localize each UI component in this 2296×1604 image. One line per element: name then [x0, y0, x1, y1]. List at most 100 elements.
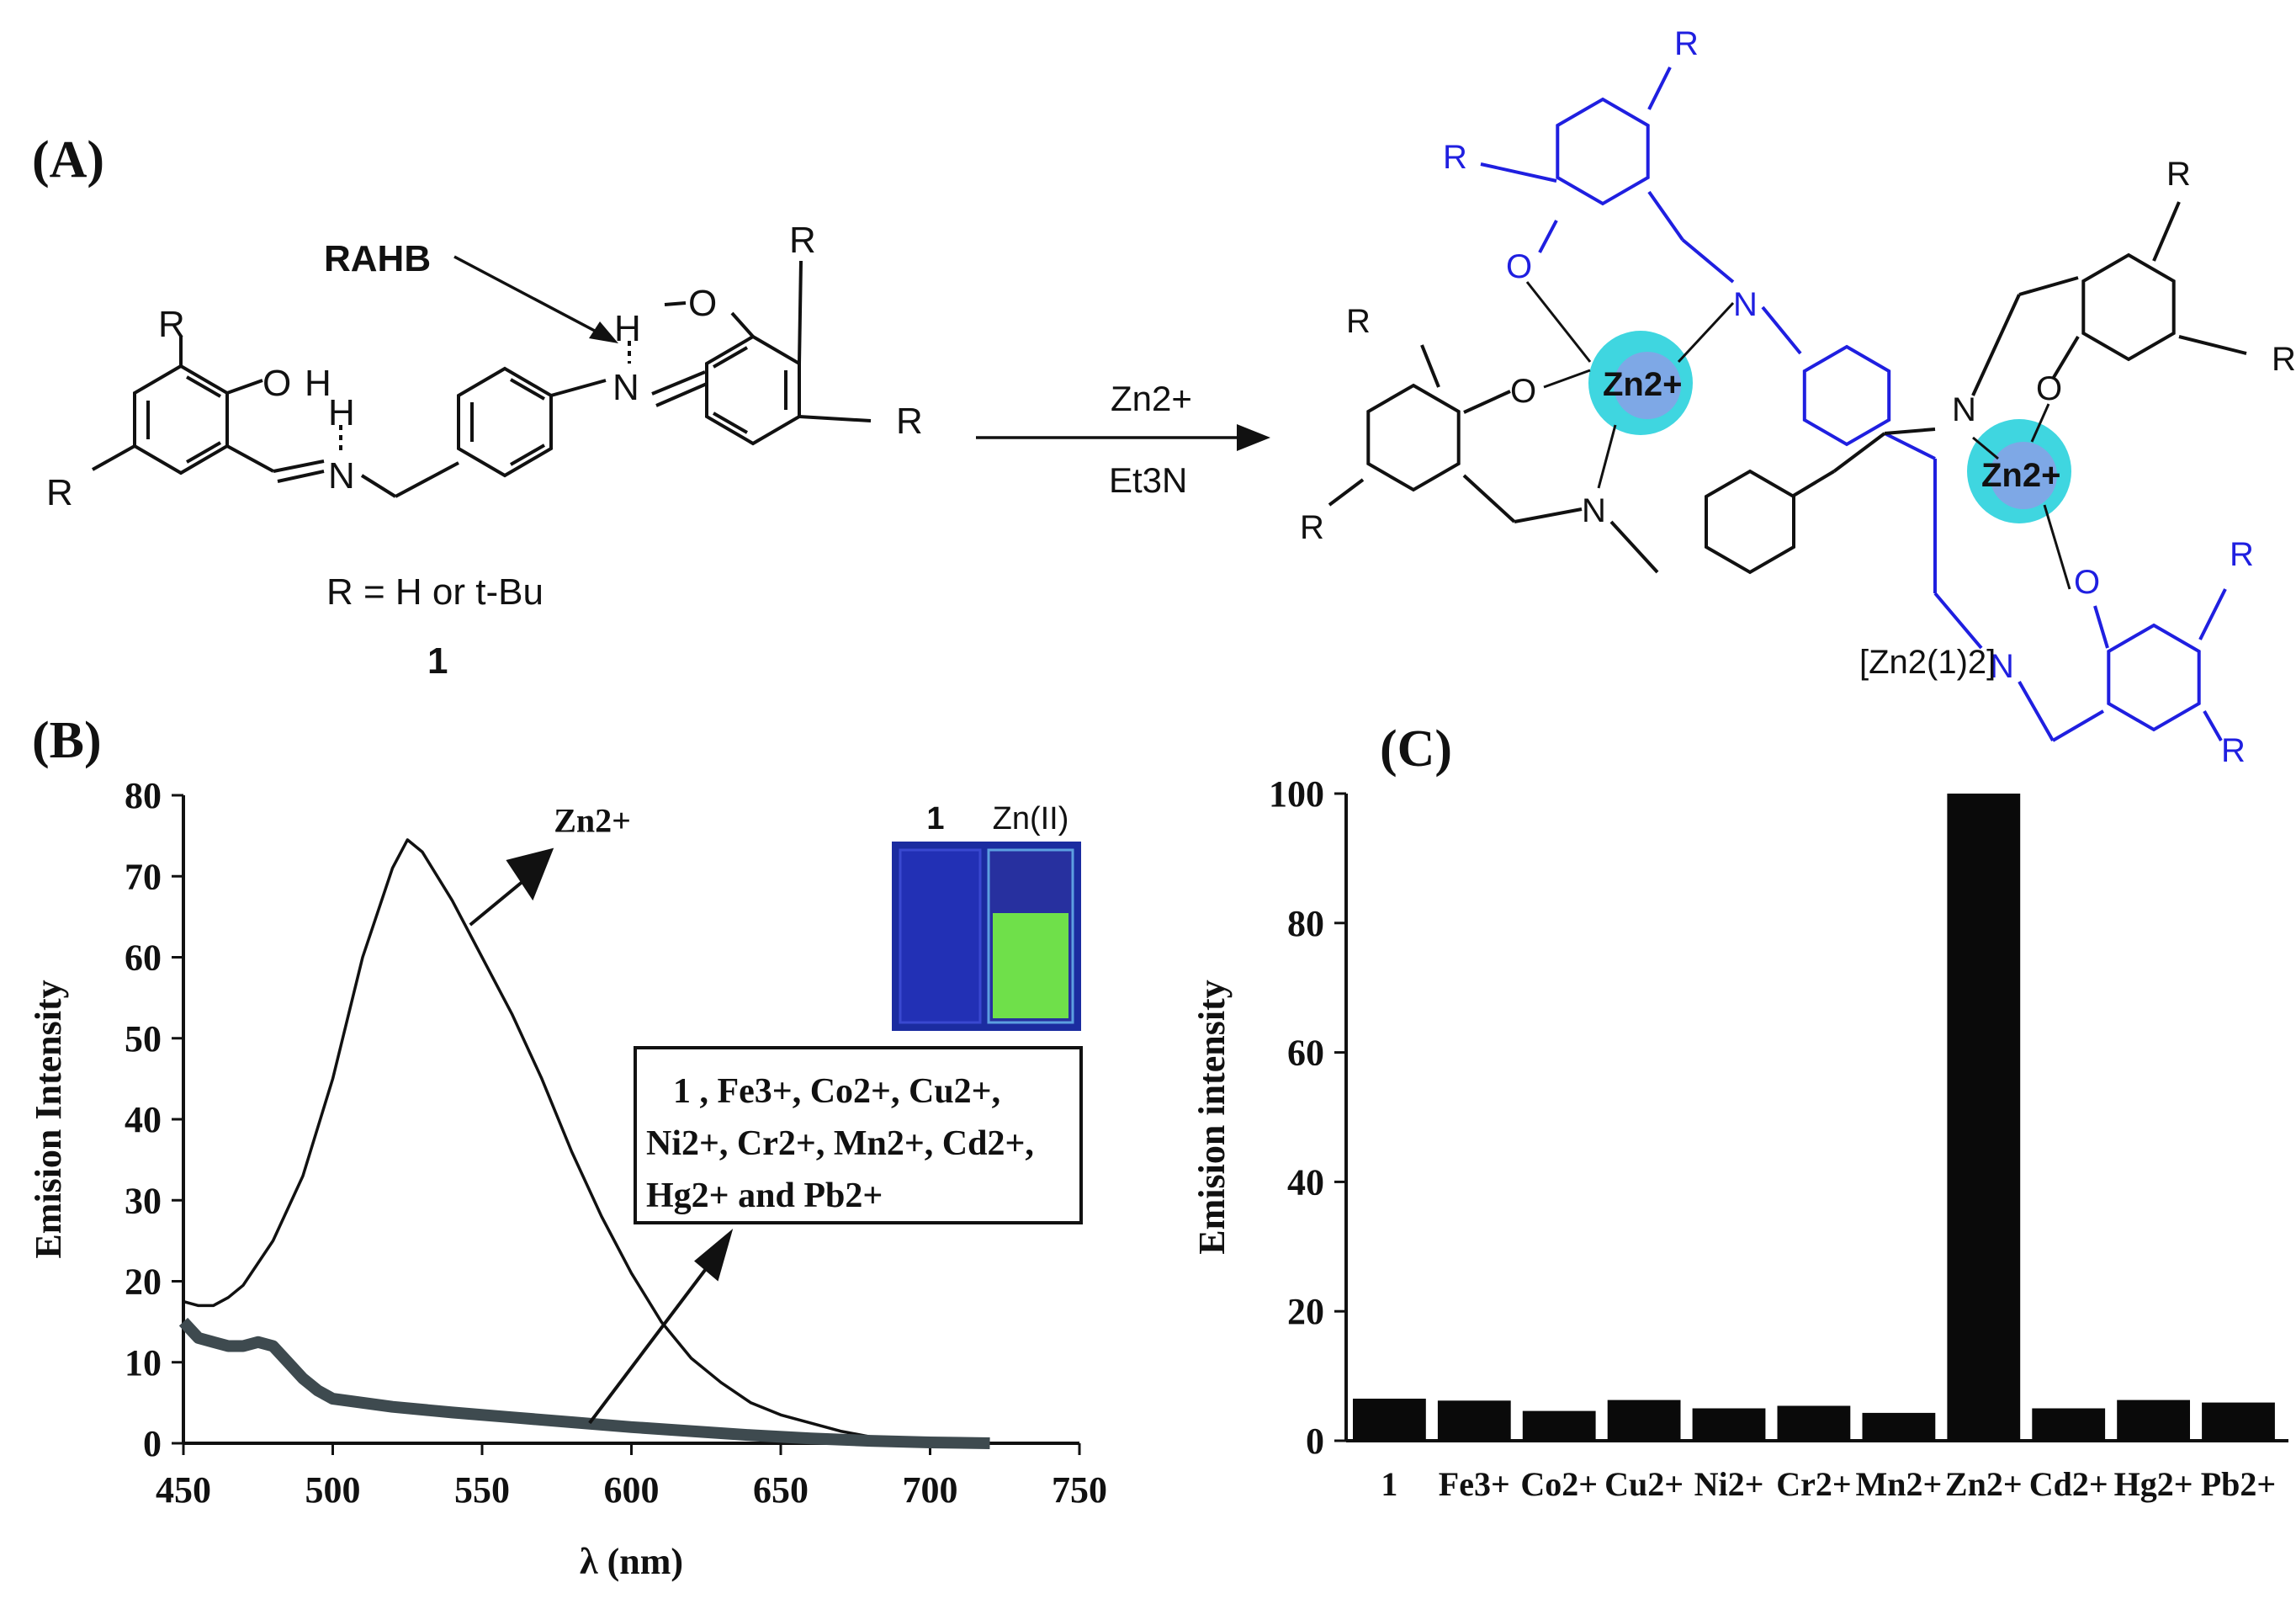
series-line-2 [178, 1317, 990, 1449]
oxygen-atom: O [1506, 248, 1532, 285]
bond [2018, 681, 2055, 741]
legend-entry: 1 , Fe3+, Co2+, Cu2+, [673, 1072, 1000, 1111]
y-tick-label: 40 [125, 1099, 162, 1140]
x-tick-label: 750 [1052, 1469, 1107, 1511]
vial-ligand [899, 848, 982, 1024]
x-tick-label: 550 [454, 1469, 510, 1511]
complex-ring-top [1556, 97, 1650, 206]
bar-cd2 [2032, 1408, 2106, 1441]
bond [550, 379, 607, 397]
zinc-ion-label: Zn2+ [1603, 366, 1682, 403]
bond [1933, 592, 1983, 650]
zn-annotation-arrow-head [506, 847, 554, 901]
x-tick-label: Cu2+ [1604, 1465, 1684, 1503]
nitrogen-atom: N [328, 455, 355, 497]
bond [1538, 220, 1558, 253]
bar-cr2 [1777, 1405, 1851, 1441]
legend-annotation-arrow [588, 1247, 723, 1425]
bond [1480, 162, 1557, 183]
complex-ring-right [2081, 252, 2176, 362]
rahb-label: RAHB [324, 238, 431, 279]
y-tick-label: 80 [1287, 903, 1324, 944]
hydrogen-atom: H [614, 308, 641, 349]
nitrogen-atom: N [1733, 286, 1758, 323]
y-tick-label: 80 [125, 775, 162, 816]
y-tick-label: 60 [1287, 1033, 1324, 1074]
x-tick-label: 650 [753, 1469, 809, 1511]
bond [1884, 428, 1936, 435]
reaction-arrow-head [1237, 424, 1270, 451]
bond [2178, 335, 2247, 355]
bond [2043, 504, 2071, 590]
bond [730, 311, 755, 338]
hydrogen-atom: H [328, 392, 355, 433]
bond [2051, 335, 2080, 380]
r-substituent: R [2272, 341, 2296, 378]
bar-cu2 [1607, 1400, 1681, 1441]
panel-c-label: (C) [1380, 720, 1452, 778]
y-tick-label: 30 [125, 1180, 162, 1221]
x-tick-label: Hg2+ [2114, 1465, 2193, 1503]
bond [1761, 305, 1802, 355]
y-tick-label: 20 [125, 1261, 162, 1303]
bond [2203, 710, 2223, 741]
bond [798, 415, 872, 422]
oxygen-atom: O [262, 363, 291, 404]
bond [798, 260, 803, 364]
legend-box [634, 1046, 1083, 1224]
ligand-structure [92, 260, 872, 498]
inset-label: 1 [926, 801, 944, 837]
bond [1972, 436, 1999, 460]
bond [1525, 281, 1592, 363]
r-substituent: R [1346, 303, 1371, 340]
reagent-base: Et3N [1109, 460, 1187, 500]
x-tick-label: 600 [604, 1469, 660, 1511]
x-tick-label: 500 [305, 1469, 361, 1511]
ring-double-bond [713, 412, 748, 434]
r-substituent: R [2166, 156, 2191, 193]
r-definition: R = H or t-Bu [326, 571, 544, 613]
r-substituent: R [2230, 536, 2254, 573]
r-substituent: R [1300, 509, 1324, 546]
bond [2018, 276, 2079, 296]
bond [664, 301, 687, 306]
bar-hg2 [2117, 1400, 2190, 1441]
x-tick-label: Co2+ [1520, 1465, 1598, 1503]
zn-annotation-label: Zn2+ [554, 801, 631, 839]
y-tick-label: 40 [1287, 1161, 1324, 1203]
y-tick-label: 0 [143, 1423, 162, 1464]
oxygen-atom: O [1510, 373, 1536, 410]
bond [651, 370, 706, 396]
complex-ring-bottom [2107, 623, 2201, 732]
reagent-zn: Zn2+ [1111, 379, 1192, 418]
bar-1 [1353, 1399, 1426, 1441]
y-tick-label: 50 [125, 1018, 162, 1060]
y-tick-label: 0 [1306, 1421, 1324, 1462]
ring-double-bond [713, 346, 748, 369]
bond [655, 382, 708, 407]
bond [1597, 424, 1617, 489]
r-substituent: R [789, 220, 816, 261]
nitrogen-atom: N [1990, 648, 2014, 685]
x-tick-label: 700 [903, 1469, 958, 1511]
bond [360, 474, 397, 498]
bar-zn2 [1947, 794, 2021, 1441]
bond [1681, 238, 1735, 284]
bond [2093, 605, 2109, 649]
zn-core [1614, 352, 1681, 419]
bar-pb2 [2202, 1402, 2275, 1441]
r-substituent: R [46, 472, 73, 513]
complex-ring-left [1366, 383, 1461, 492]
zinc-ion-label: Zn2+ [1981, 457, 2060, 494]
x-tick-label: Ni2+ [1694, 1465, 1764, 1503]
ring-double-bond [510, 378, 545, 401]
x-tick-label: Cr2+ [1776, 1465, 1851, 1503]
panel-b-label: (B) [32, 712, 102, 769]
ring-double-bond [510, 443, 545, 466]
bond [2051, 709, 2105, 742]
bond [1462, 474, 1516, 523]
r-substituent: R [1674, 25, 1699, 62]
